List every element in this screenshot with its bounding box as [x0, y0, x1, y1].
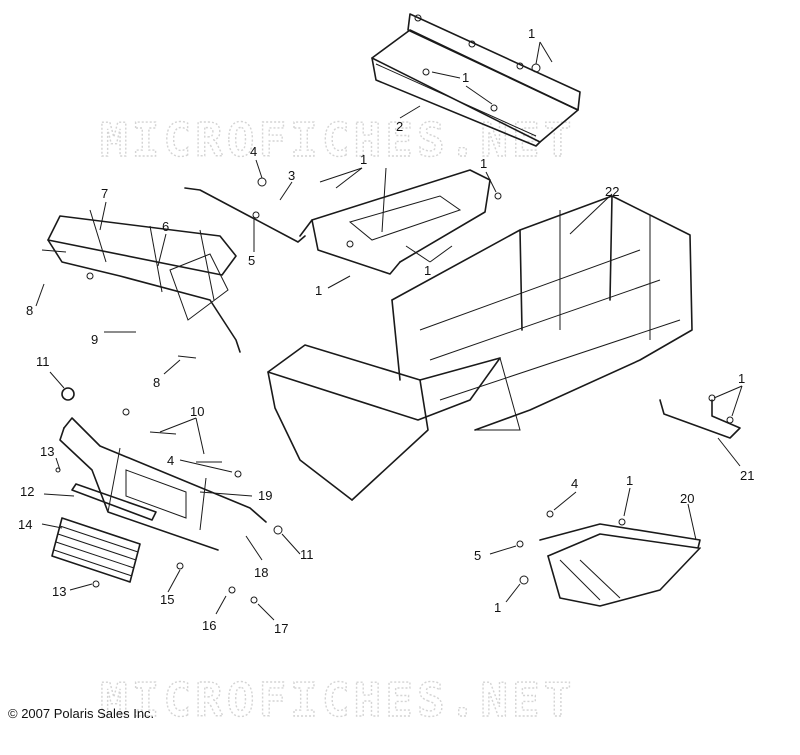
callout-1: 1	[626, 473, 633, 488]
callout-labels: 1 1 2 4 3 1 1 22 5 1 1 7 6 8 9 8 11 10 4…	[18, 26, 754, 636]
callout-16: 16	[202, 618, 216, 633]
copyright-notice: © 2007 Polaris Sales Inc.	[8, 706, 155, 721]
cargo-box-panel	[371, 13, 581, 147]
grille-mesh	[51, 517, 141, 583]
callout-6: 6	[162, 219, 169, 234]
callout-11: 11	[300, 547, 314, 562]
watermark-bottom: MICROFICHES.NET	[100, 673, 575, 727]
callout-5: 5	[474, 548, 481, 563]
callout-7: 7	[101, 186, 108, 201]
main-frame	[267, 195, 693, 501]
callout-8: 8	[153, 375, 160, 390]
callout-1: 1	[528, 26, 535, 41]
fasteners	[41, 63, 734, 604]
callout-15: 15	[160, 592, 174, 607]
callout-4: 4	[167, 453, 174, 468]
callout-4: 4	[571, 476, 578, 491]
callout-4: 4	[250, 144, 257, 159]
callout-18: 18	[254, 565, 268, 580]
cargo-support-bracket	[184, 167, 491, 275]
callout-1: 1	[462, 70, 469, 85]
mounting-bracket	[659, 399, 741, 439]
callout-12: 12	[20, 484, 34, 499]
callout-19: 19	[258, 488, 272, 503]
rear-step	[539, 523, 701, 607]
callout-1: 1	[480, 156, 487, 171]
callout-14: 14	[18, 517, 32, 532]
callout-21: 21	[740, 468, 754, 483]
callout-11: 11	[36, 354, 50, 369]
callout-5: 5	[248, 253, 255, 268]
callout-1: 1	[424, 263, 431, 278]
callout-1: 1	[360, 152, 367, 167]
callout-1: 1	[315, 283, 322, 298]
callout-17: 17	[274, 621, 288, 636]
callout-22: 22	[605, 184, 619, 199]
callout-2: 2	[396, 119, 403, 134]
callout-3: 3	[288, 168, 295, 183]
callout-20: 20	[680, 491, 694, 506]
grille-strip	[71, 483, 157, 521]
watermark-top: MICROFICHES.NET	[100, 113, 575, 167]
front-frame-section	[47, 209, 241, 353]
callout-1: 1	[738, 371, 745, 386]
front-bumper	[59, 417, 267, 551]
callout-13: 13	[40, 444, 54, 459]
callout-1: 1	[494, 600, 501, 615]
callout-8: 8	[26, 303, 33, 318]
callout-9: 9	[91, 332, 98, 347]
callout-10: 10	[190, 404, 204, 419]
callout-13: 13	[52, 584, 66, 599]
leader-lines	[35, 41, 743, 621]
